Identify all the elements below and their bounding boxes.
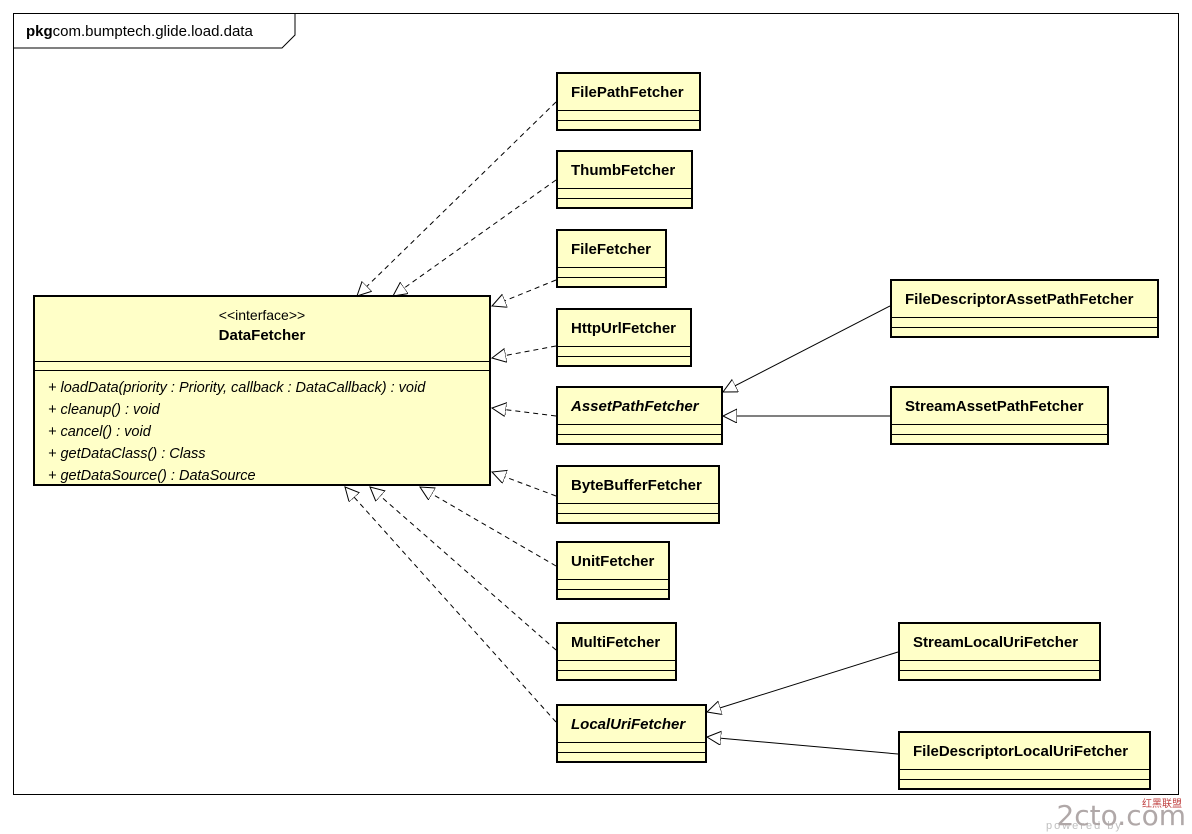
attributes-compartment	[558, 743, 705, 753]
class-bytebufferfetcher[interactable]: ByteBufferFetcher	[556, 465, 720, 524]
attributes-compartment	[558, 661, 675, 671]
attributes-compartment	[558, 425, 721, 435]
class-thumbfetcher[interactable]: ThumbFetcher	[556, 150, 693, 209]
class-name: StreamLocalUriFetcher	[900, 624, 1099, 661]
class-name: FilePathFetcher	[558, 74, 699, 111]
class-filedescriptorlocalurifetcher[interactable]: FileDescriptorLocalUriFetcher	[898, 731, 1151, 790]
class-name: ThumbFetcher	[558, 152, 691, 189]
attributes-compartment	[558, 268, 665, 278]
realization-bytebufferfetcher	[492, 472, 557, 497]
package-frame	[13, 13, 1179, 795]
realization-localurifetcher	[345, 487, 557, 723]
package-name: com.bumptech.glide.load.data	[52, 23, 253, 40]
operation-getdatasource: + getDataSource() : DataSource	[48, 468, 256, 484]
watermark-cn: 红黑联盟	[1142, 799, 1182, 810]
class-unitfetcher[interactable]: UnitFetcher	[556, 541, 670, 600]
generalization-filedescriptorassetpathfetcher	[723, 305, 891, 392]
generalization-filedescriptorlocalurifetcher	[707, 737, 899, 755]
class-name: HttpUrlFetcher	[558, 310, 690, 347]
generalization-streamlocalurifetcher	[707, 651, 899, 712]
class-name: StreamAssetPathFetcher	[892, 388, 1107, 425]
class-multifetcher[interactable]: MultiFetcher	[556, 622, 677, 681]
attributes-compartment	[558, 111, 699, 121]
operation-cleanup: + cleanup() : void	[48, 402, 160, 418]
attributes-compartment	[900, 770, 1149, 780]
interface-datafetcher[interactable]: <<interface>> DataFetcher + loadData(pri…	[33, 295, 491, 486]
attributes-compartment	[558, 347, 690, 357]
class-localurifetcher[interactable]: LocalUriFetcher	[556, 704, 707, 763]
class-filefetcher[interactable]: FileFetcher	[556, 229, 667, 288]
attributes-compartment	[892, 425, 1107, 435]
attributes-compartment	[892, 318, 1157, 328]
class-streamlocalurifetcher[interactable]: StreamLocalUriFetcher	[898, 622, 1101, 681]
attributes-compartment	[558, 580, 668, 590]
class-name: FileFetcher	[558, 231, 665, 268]
attributes-compartment	[558, 189, 691, 199]
class-name: LocalUriFetcher	[558, 706, 705, 743]
class-name: FileDescriptorAssetPathFetcher	[892, 281, 1157, 318]
package-tab-outline	[13, 13, 296, 49]
interface-stereotype: <<interface>>	[218, 307, 306, 323]
class-assetpathfetcher[interactable]: AssetPathFetcher	[556, 386, 723, 445]
class-filedescriptorassetpathfetcher[interactable]: FileDescriptorAssetPathFetcher	[890, 279, 1159, 338]
operation-cancel: + cancel() : void	[48, 424, 151, 440]
class-name: ByteBufferFetcher	[558, 467, 718, 504]
interface-name: DataFetcher	[218, 327, 306, 344]
class-name: MultiFetcher	[558, 624, 675, 661]
operation-loaddata: + loadData(priority : Priority, callback…	[48, 380, 426, 396]
operation-getdataclass: + getDataClass() : Class	[48, 446, 206, 462]
attributes-compartment	[558, 504, 718, 514]
package-label: pkgcom.bumptech.glide.load.data	[26, 23, 253, 40]
class-filepathfetcher[interactable]: FilePathFetcher	[556, 72, 701, 131]
watermark-tagline: powered by	[1046, 820, 1123, 832]
class-httpurlfetcher[interactable]: HttpUrlFetcher	[556, 308, 692, 367]
class-streamassetpathfetcher[interactable]: StreamAssetPathFetcher	[890, 386, 1109, 445]
realization-filefetcher	[492, 279, 557, 306]
realization-httpurlfetcher	[492, 345, 557, 358]
realization-thumbfetcher	[393, 179, 557, 296]
attributes-compartment	[35, 361, 489, 371]
watermark-logo: 2cto.com	[1056, 799, 1186, 832]
realization-filepathfetcher	[357, 101, 557, 296]
realization-assetpathfetcher	[492, 408, 557, 416]
package-keyword: pkg	[26, 23, 53, 40]
class-name: UnitFetcher	[558, 543, 668, 580]
class-name: FileDescriptorLocalUriFetcher	[900, 733, 1149, 770]
attributes-compartment	[900, 661, 1099, 671]
operations-compartment: + loadData(priority : Priority, callback…	[35, 377, 489, 487]
class-name: AssetPathFetcher	[558, 388, 721, 425]
